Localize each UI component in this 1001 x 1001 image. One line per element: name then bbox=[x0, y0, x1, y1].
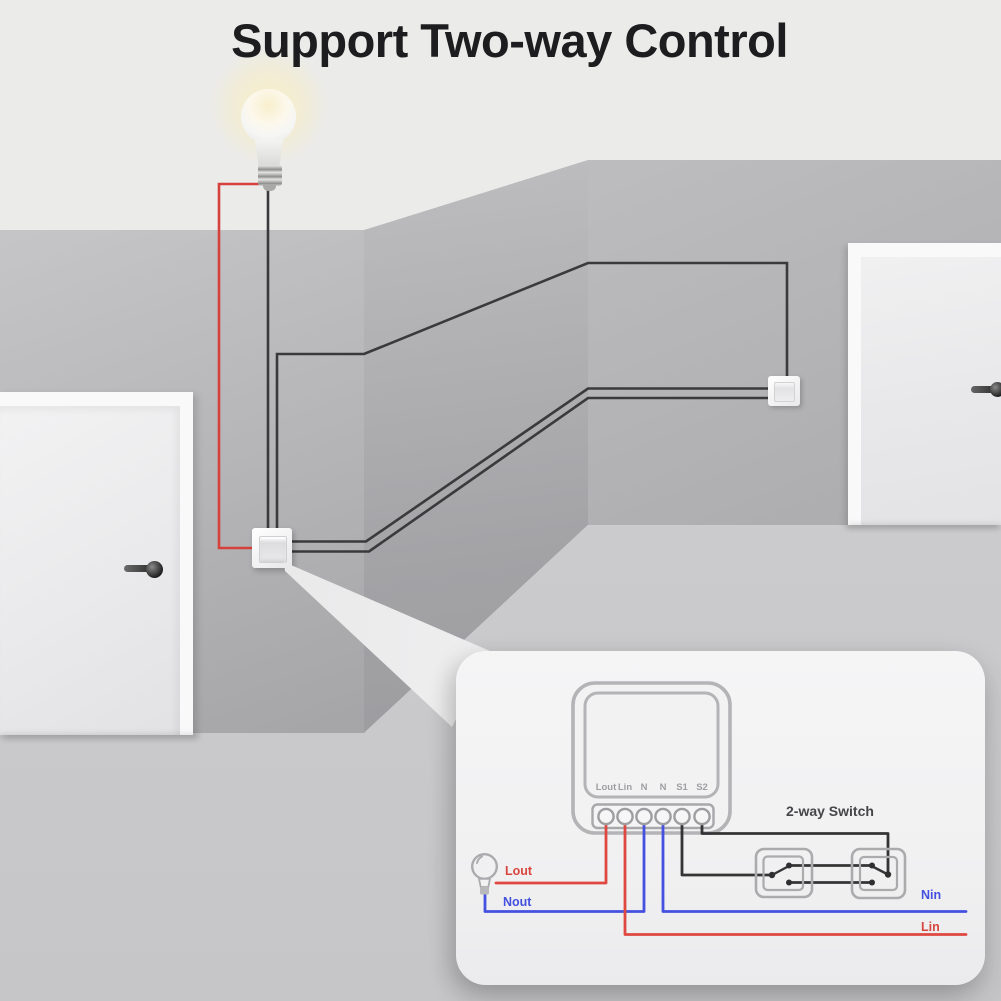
nout-wire bbox=[483, 814, 646, 913]
diagram-wires bbox=[483, 814, 968, 936]
wall-wires bbox=[217, 182, 789, 553]
wall-switch-left-rocker bbox=[259, 536, 287, 563]
label-lin: Lin bbox=[921, 920, 940, 934]
traveler-wire-top bbox=[275, 261, 789, 530]
terminal-label-n1: N bbox=[640, 782, 648, 793]
page-title: Support Two-way Control bbox=[231, 14, 788, 67]
left-door-handle bbox=[124, 565, 153, 572]
light-bulb-neck bbox=[254, 140, 284, 167]
wall-live-wire bbox=[217, 182, 262, 550]
left-door-shadow bbox=[0, 734, 198, 738]
nin-wire bbox=[661, 814, 968, 913]
label-nin: Nin bbox=[921, 888, 942, 902]
right-door-handle-knob bbox=[990, 382, 1001, 397]
s1-wire bbox=[680, 814, 774, 877]
label-nout: Nout bbox=[503, 895, 532, 909]
two-way-switch-label: 2-way Switch bbox=[786, 803, 874, 819]
right-door-handle bbox=[971, 386, 997, 393]
wall-switch-right-rocker bbox=[774, 382, 795, 402]
module-terminals bbox=[597, 807, 711, 826]
traveler-wire-b bbox=[292, 396, 768, 553]
right-door-shadow bbox=[848, 524, 1001, 528]
traveler-wire-a bbox=[292, 387, 768, 543]
left-door-handle-knob bbox=[146, 561, 163, 578]
bulb-icon bbox=[471, 853, 499, 895]
light-bulb-tip bbox=[263, 184, 276, 191]
light-bulb-screw-base bbox=[258, 165, 282, 186]
switch-contacts bbox=[768, 862, 892, 886]
lout-wire bbox=[494, 814, 608, 885]
two-way-switch-1 bbox=[754, 847, 814, 899]
label-lout: Lout bbox=[505, 864, 533, 878]
terminal-label-lout: Lout bbox=[595, 782, 617, 793]
terminal-label-s2: S2 bbox=[696, 782, 708, 793]
terminal-label-n2: N bbox=[659, 782, 667, 793]
terminal-label-s1: S1 bbox=[676, 782, 688, 793]
terminal-label-lin: Lin bbox=[617, 782, 633, 793]
lin-wire bbox=[623, 814, 968, 936]
two-way-switch-2 bbox=[850, 847, 907, 900]
light-bulb bbox=[241, 89, 296, 144]
